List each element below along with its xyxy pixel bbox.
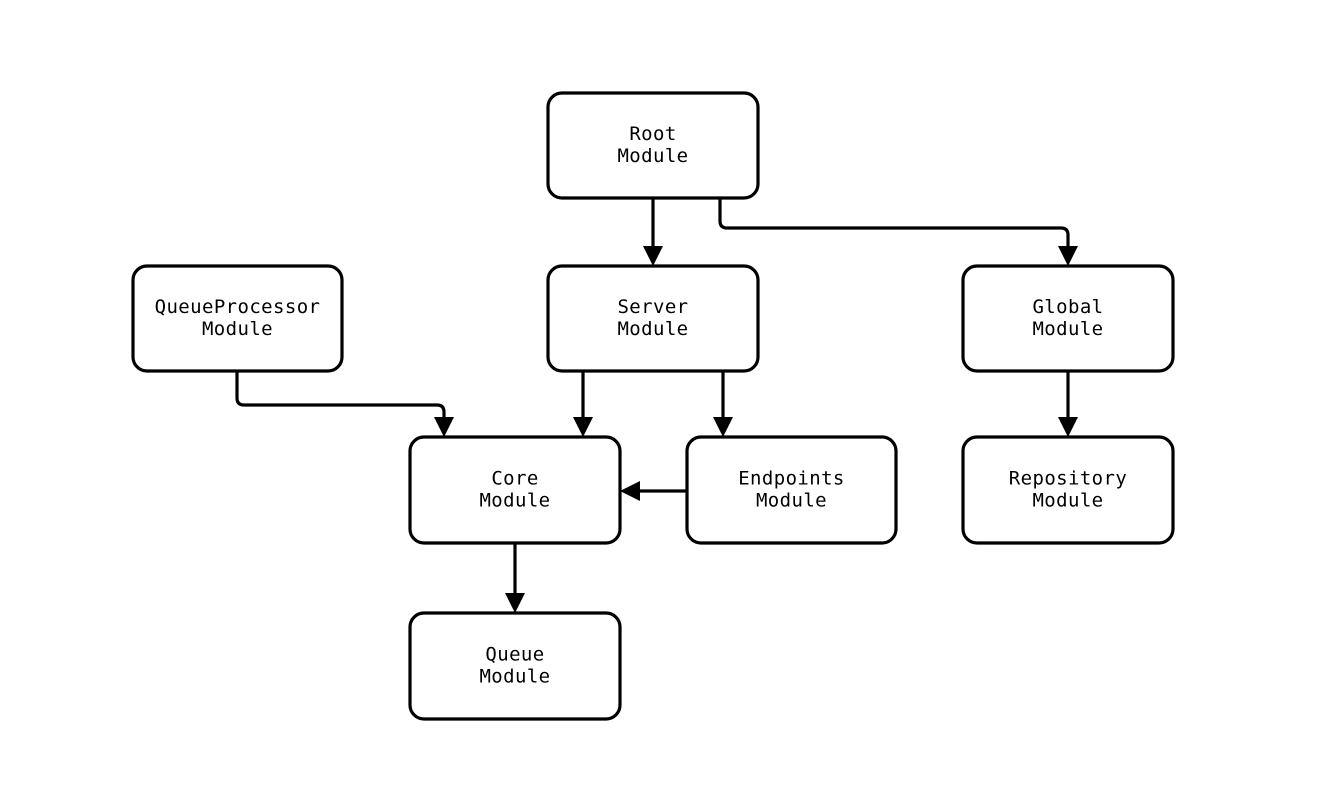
- node-repository[interactable]: Repository Module: [961, 435, 1175, 545]
- node-label-line2: Module: [1032, 490, 1103, 512]
- node-label-line2: Module: [479, 490, 550, 512]
- edge-server-to-core: [573, 371, 593, 437]
- node-global[interactable]: Global Module: [961, 264, 1175, 373]
- edge-core-to-queue: [505, 543, 525, 613]
- arrowhead-icon: [505, 593, 525, 613]
- node-box[interactable]: [546, 264, 760, 373]
- node-label-line1: Server: [617, 296, 688, 318]
- node-label-line1: Root: [629, 123, 676, 145]
- node-label-line1: Queue: [485, 644, 544, 666]
- edge-global-to-repository: [1058, 371, 1078, 437]
- arrowhead-icon: [1058, 417, 1078, 437]
- node-label-line2: Module: [617, 145, 688, 167]
- edge-root-to-global: [718, 198, 1078, 266]
- arrowhead-icon: [434, 417, 454, 437]
- arrowhead-icon: [713, 417, 733, 437]
- node-layer: Root Module QueueProcessor Module Server…: [131, 91, 1175, 721]
- node-box[interactable]: [131, 264, 344, 373]
- node-root[interactable]: Root Module: [546, 91, 760, 200]
- node-label-line1: QueueProcessor: [155, 296, 321, 318]
- arrowhead-icon: [573, 417, 593, 437]
- edge-endpoints-to-core: [620, 481, 687, 501]
- node-server[interactable]: Server Module: [546, 264, 760, 373]
- node-queueprocessor[interactable]: QueueProcessor Module: [131, 264, 344, 373]
- node-queue[interactable]: Queue Module: [408, 611, 622, 721]
- arrowhead-icon: [643, 246, 663, 266]
- edge-queueprocessor-to-core: [235, 371, 454, 437]
- node-label-line1: Core: [491, 468, 538, 490]
- edge-root-to-server: [643, 198, 663, 266]
- edge-line: [718, 198, 1070, 252]
- node-label-line2: Module: [617, 318, 688, 340]
- node-label-line2: Module: [756, 490, 827, 512]
- node-box[interactable]: [685, 435, 898, 545]
- node-label-line2: Module: [479, 666, 550, 688]
- edge-line: [235, 371, 446, 423]
- node-endpoints[interactable]: Endpoints Module: [685, 435, 898, 545]
- node-box[interactable]: [546, 91, 760, 200]
- edge-layer: [235, 198, 1078, 613]
- node-box[interactable]: [408, 611, 622, 721]
- node-label-line2: Module: [1032, 318, 1103, 340]
- node-box[interactable]: [408, 435, 622, 545]
- arrowhead-icon: [620, 481, 640, 501]
- node-label-line1: Endpoints: [738, 468, 845, 490]
- node-box[interactable]: [961, 264, 1175, 373]
- node-label-line1: Repository: [1009, 468, 1127, 490]
- node-core[interactable]: Core Module: [408, 435, 622, 545]
- arrowhead-icon: [1058, 246, 1078, 266]
- edge-server-to-endpoints: [713, 371, 733, 437]
- node-label-line2: Module: [202, 318, 273, 340]
- node-label-line1: Global: [1032, 296, 1103, 318]
- node-box[interactable]: [961, 435, 1175, 545]
